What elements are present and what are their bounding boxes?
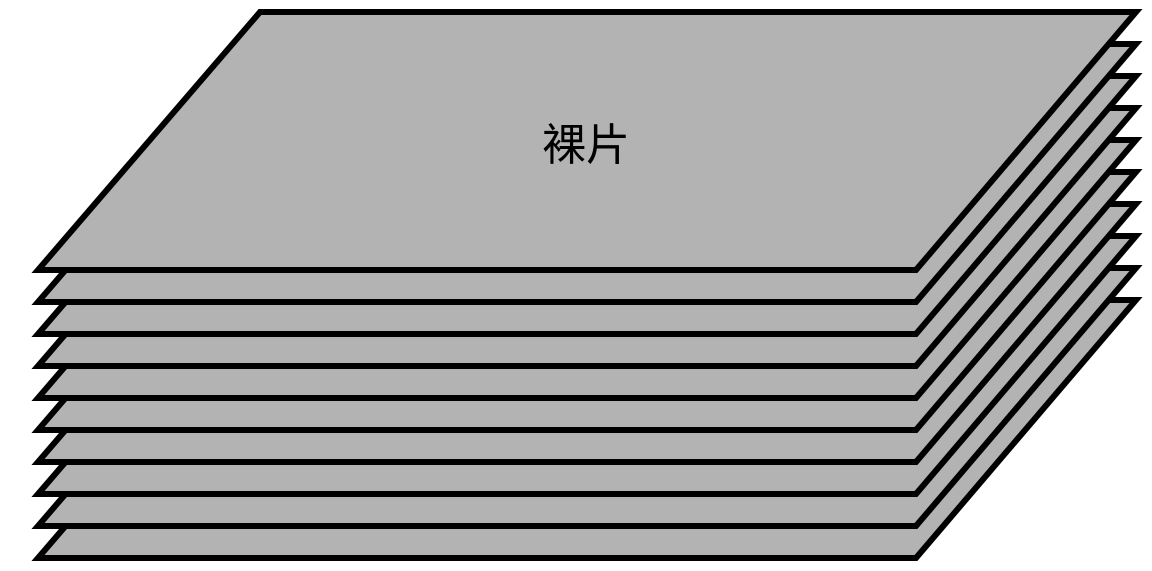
die-layers <box>31 9 1143 561</box>
top-die-layer <box>31 9 1143 273</box>
top-layer-label: 裸片 <box>542 120 630 171</box>
